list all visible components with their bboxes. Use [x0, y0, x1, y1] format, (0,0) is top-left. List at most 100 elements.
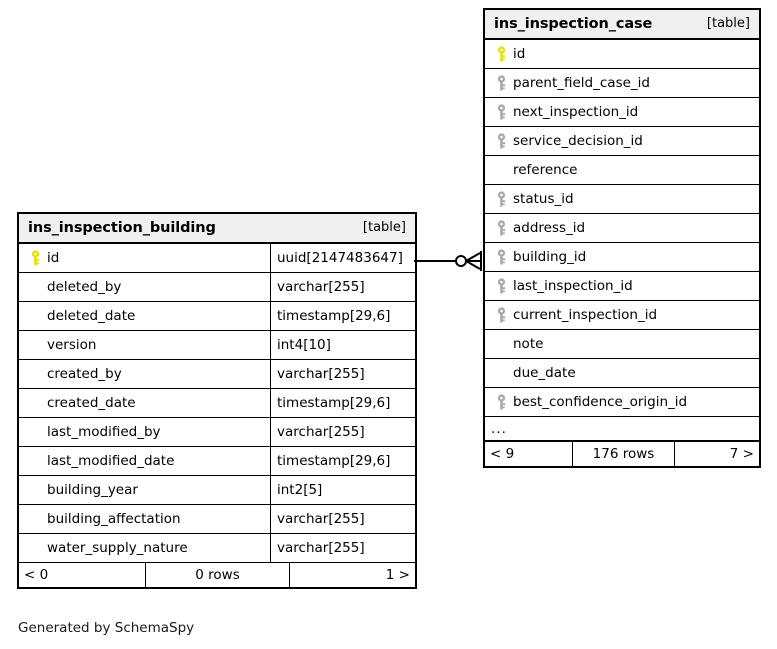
column-row[interactable]: version int4[10]: [19, 331, 415, 360]
column-row[interactable]: last_modified_date timestamp[29,6]: [19, 447, 415, 476]
column-row[interactable]: building_year int2[5]: [19, 476, 415, 505]
foreign-key-icon: [492, 104, 510, 120]
cardinality-zero-circle: [455, 255, 467, 267]
column-name-cell: service_decision_id: [485, 127, 759, 155]
column-type-cell: timestamp[29,6]: [270, 447, 415, 475]
column-row[interactable]: due_date: [485, 359, 759, 388]
generated-by-caption: Generated by SchemaSpy: [18, 620, 195, 636]
column-name-cell: version: [19, 331, 270, 359]
foreign-key-icon: [492, 394, 510, 410]
column-row[interactable]: service_decision_id: [485, 127, 759, 156]
column-name-label: reference: [513, 162, 578, 178]
column-type-cell: varchar[255]: [270, 360, 415, 388]
column-type-cell: varchar[255]: [270, 534, 415, 562]
er-table-ins-inspection-building[interactable]: ins_inspection_building [table] id uuid[2…: [17, 212, 417, 589]
column-type-label: timestamp[29,6]: [277, 453, 391, 469]
column-name-cell: deleted_date: [19, 302, 270, 330]
column-name-label: parent_field_case_id: [513, 75, 650, 91]
column-row[interactable]: next_inspection_id: [485, 98, 759, 127]
column-name-cell: building_year: [19, 476, 270, 504]
column-row[interactable]: id: [485, 40, 759, 69]
primary-key-icon: [492, 46, 510, 62]
column-row[interactable]: id uuid[2147483647]: [19, 244, 415, 273]
column-type-cell: int4[10]: [270, 331, 415, 359]
column-name-label: deleted_date: [47, 308, 136, 324]
column-row[interactable]: best_confidence_origin_id: [485, 388, 759, 417]
column-name-label: water_supply_nature: [47, 540, 188, 556]
column-row[interactable]: building_affectation varchar[255]: [19, 505, 415, 534]
column-name-cell: current_inspection_id: [485, 301, 759, 329]
table-header: ins_inspection_building [table]: [19, 214, 415, 244]
table-footer: < 0 0 rows 1 >: [19, 563, 415, 587]
column-name-label: building_year: [47, 482, 138, 498]
column-type-label: varchar[255]: [277, 511, 365, 527]
column-type-cell: varchar[255]: [270, 273, 415, 301]
column-type-cell: varchar[255]: [270, 505, 415, 533]
footer-row-count: 0 rows: [145, 563, 290, 587]
crows-foot-many-icon: [465, 252, 481, 270]
column-type-label: uuid[2147483647]: [277, 250, 403, 266]
column-row[interactable]: parent_field_case_id: [485, 69, 759, 98]
footer-next-button[interactable]: 7 >: [729, 446, 754, 462]
column-type-label: varchar[255]: [277, 540, 365, 556]
column-name-cell: id: [485, 40, 759, 68]
foreign-key-icon: [492, 307, 510, 323]
column-name-cell: address_id: [485, 214, 759, 242]
column-row[interactable]: status_id: [485, 185, 759, 214]
foreign-key-icon: [492, 191, 510, 207]
footer-row-count: 176 rows: [572, 442, 675, 466]
column-row[interactable]: last_inspection_id: [485, 272, 759, 301]
column-name-label: due_date: [513, 365, 576, 381]
column-name-cell: best_confidence_origin_id: [485, 388, 759, 416]
footer-prev-button[interactable]: < 9: [490, 446, 515, 462]
footer-prev-button[interactable]: < 0: [24, 567, 49, 583]
column-name-cell: status_id: [485, 185, 759, 213]
foreign-key-icon: [492, 249, 510, 265]
column-name-label: building_affectation: [47, 511, 181, 527]
column-row[interactable]: reference: [485, 156, 759, 185]
table-kind-label: [table]: [706, 16, 750, 31]
column-row[interactable]: water_supply_nature varchar[255]: [19, 534, 415, 563]
column-list: id uuid[2147483647] deleted_by varchar[255]…: [19, 244, 415, 563]
column-name-label: next_inspection_id: [513, 104, 639, 120]
column-name-label: note: [513, 336, 544, 352]
column-row[interactable]: deleted_by varchar[255]: [19, 273, 415, 302]
table-footer: < 9 176 rows 7 >: [485, 442, 759, 466]
column-name-cell: water_supply_nature: [19, 534, 270, 562]
table-title: ins_inspection_case: [494, 15, 653, 32]
column-row[interactable]: current_inspection_id: [485, 301, 759, 330]
table-header: ins_inspection_case [table]: [485, 10, 759, 40]
er-table-ins-inspection-case[interactable]: ins_inspection_case [table] id parent_fie…: [483, 8, 761, 468]
column-name-label: current_inspection_id: [513, 307, 658, 323]
column-row[interactable]: building_id: [485, 243, 759, 272]
column-name-cell: building_id: [485, 243, 759, 271]
column-name-cell: deleted_by: [19, 273, 270, 301]
column-name-cell: created_date: [19, 389, 270, 417]
column-name-cell: last_inspection_id: [485, 272, 759, 300]
column-name-label: last_modified_date: [47, 453, 175, 469]
column-type-label: varchar[255]: [277, 279, 365, 295]
column-name-cell: parent_field_case_id: [485, 69, 759, 97]
primary-key-icon: [26, 250, 44, 266]
column-name-label: building_id: [513, 249, 587, 265]
column-row[interactable]: note: [485, 330, 759, 359]
column-name-label: last_modified_by: [47, 424, 161, 440]
footer-next-button[interactable]: 1 >: [385, 567, 410, 583]
column-name-label: created_by: [47, 366, 122, 382]
column-list: id parent_field_case_id next_inspection_id…: [485, 40, 759, 417]
column-name-label: last_inspection_id: [513, 278, 633, 294]
column-type-label: varchar[255]: [277, 424, 365, 440]
column-name-cell: id: [19, 244, 270, 272]
column-row[interactable]: created_by varchar[255]: [19, 360, 415, 389]
column-name-cell: building_affectation: [19, 505, 270, 533]
column-name-label: address_id: [513, 220, 586, 236]
column-type-cell: int2[5]: [270, 476, 415, 504]
column-type-label: int4[10]: [277, 337, 331, 353]
column-row[interactable]: address_id: [485, 214, 759, 243]
column-row[interactable]: last_modified_by varchar[255]: [19, 418, 415, 447]
relationship-connector-building-id: [414, 251, 482, 271]
column-type-label: int2[5]: [277, 482, 323, 498]
more-columns-ellipsis: ...: [485, 417, 759, 442]
